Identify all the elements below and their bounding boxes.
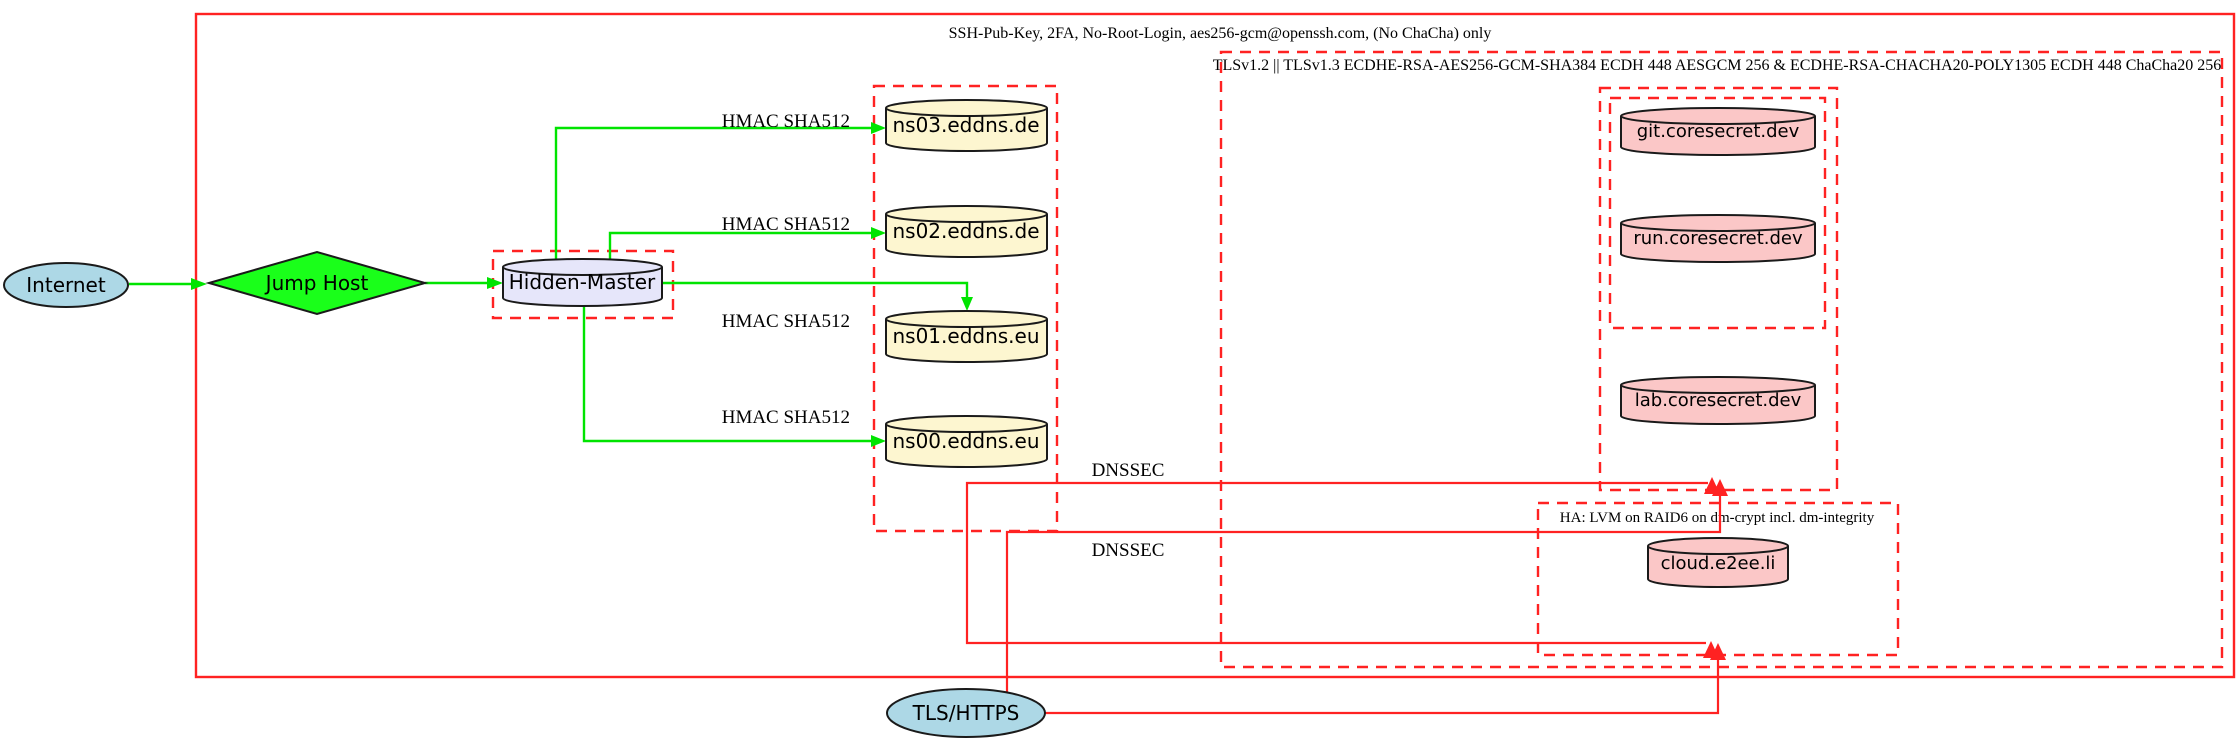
node-ns03-label: ns03.eddns.de bbox=[892, 113, 1039, 137]
edge-label-hmac-ns00: HMAC SHA512 bbox=[722, 407, 850, 428]
arrowhead-up-icon bbox=[1710, 643, 1726, 660]
cluster-tls-boundary bbox=[1219, 50, 2224, 669]
cylinder-rim bbox=[885, 213, 1048, 223]
node-ns02-label: ns02.eddns.de bbox=[892, 219, 1039, 243]
cylinder-rim bbox=[885, 423, 1048, 433]
cluster-coresecret-outer-boundary bbox=[1598, 86, 1839, 492]
arrowhead-right-icon bbox=[871, 435, 886, 447]
arrowhead-right-icon bbox=[871, 227, 886, 239]
cluster-ha-label: HA: LVM on RAID6 on dm-crypt incl. dm-in… bbox=[1560, 510, 1875, 526]
edge-hiddenmaster-to-ns02 bbox=[608, 227, 886, 259]
node-ns00-label: ns00.eddns.eu bbox=[892, 429, 1039, 453]
node-run-coresecret: run.coresecret.dev bbox=[1620, 214, 1816, 263]
node-lab-label: lab.coresecret.dev bbox=[1635, 390, 1802, 411]
edge-label-hmac-ns02: HMAC SHA512 bbox=[722, 214, 850, 235]
node-hidden-master-label: Hidden-Master bbox=[509, 270, 656, 294]
edge-nscluster-to-ha-dnssec bbox=[965, 531, 1719, 658]
cylinder-rim bbox=[1620, 222, 1816, 232]
node-internet: Internet bbox=[3, 262, 129, 308]
node-tls-https-label: TLS/HTTPS bbox=[912, 701, 1020, 725]
edge-hiddenmaster-to-ns00 bbox=[582, 306, 886, 447]
edge-hiddenmaster-to-ns01 bbox=[662, 281, 973, 311]
edge-label-hmac-ns01: HMAC SHA512 bbox=[722, 311, 850, 332]
arrowhead-down-icon bbox=[961, 297, 973, 311]
edge-tlshttps-to-ha bbox=[1045, 643, 1726, 715]
node-ns00: ns00.eddns.eu bbox=[885, 415, 1048, 468]
edge-label-dnssec-1: DNSSEC bbox=[1092, 460, 1165, 481]
cluster-tls-label: TLSv1.2 || TLSv1.3 ECDHE-RSA-AES256-GCM-… bbox=[1213, 57, 2222, 74]
node-internet-label: Internet bbox=[26, 273, 106, 297]
arrowhead-up-icon bbox=[1712, 479, 1728, 496]
node-tls-https: TLS/HTTPS bbox=[886, 688, 1046, 738]
edge-hiddenmaster-to-ns03 bbox=[554, 122, 886, 259]
node-ns03: ns03.eddns.de bbox=[885, 99, 1048, 152]
edge-label-dnssec-2: DNSSEC bbox=[1092, 540, 1165, 561]
cylinder-rim bbox=[885, 318, 1048, 328]
cluster-ssh-security-boundary bbox=[194, 12, 2236, 679]
node-cloud-label: cloud.e2ee.li bbox=[1661, 553, 1776, 574]
cylinder-rim bbox=[1647, 545, 1789, 555]
arrowhead-right-icon bbox=[191, 278, 207, 290]
node-ns01: ns01.eddns.eu bbox=[885, 310, 1048, 363]
node-ns02: ns02.eddns.de bbox=[885, 205, 1048, 258]
node-run-label: run.coresecret.dev bbox=[1633, 228, 1803, 249]
cylinder-rim bbox=[502, 266, 663, 276]
cluster-nameservers-boundary bbox=[872, 84, 1059, 533]
edge-tlshttps-to-coresecret bbox=[1005, 479, 1728, 692]
cylinder-rim bbox=[1620, 115, 1816, 125]
edge-jumphost-to-hiddenmaster bbox=[425, 277, 503, 289]
node-jump-host: Jump Host bbox=[205, 250, 429, 316]
node-cloud-e2ee: cloud.e2ee.li bbox=[1647, 537, 1789, 588]
node-git-coresecret: git.coresecret.dev bbox=[1620, 107, 1816, 156]
node-hidden-master: Hidden-Master bbox=[502, 258, 663, 307]
cluster-ssh-security-label: SSH-Pub-Key, 2FA, No-Root-Login, aes256-… bbox=[949, 25, 1492, 42]
edge-internet-to-jumphost bbox=[129, 278, 207, 290]
node-ns01-label: ns01.eddns.eu bbox=[892, 324, 1039, 348]
node-lab-coresecret: lab.coresecret.dev bbox=[1620, 376, 1816, 425]
node-jump-host-label: Jump Host bbox=[264, 271, 369, 295]
arrowhead-right-icon bbox=[871, 122, 886, 134]
arrowhead-right-icon bbox=[487, 277, 503, 289]
cylinder-rim bbox=[1620, 384, 1816, 394]
cylinder-rim bbox=[885, 107, 1048, 117]
node-git-label: git.coresecret.dev bbox=[1637, 121, 1800, 142]
cluster-coresecret-inner-boundary bbox=[1608, 96, 1827, 330]
edge-label-hmac-ns03: HMAC SHA512 bbox=[722, 111, 850, 132]
